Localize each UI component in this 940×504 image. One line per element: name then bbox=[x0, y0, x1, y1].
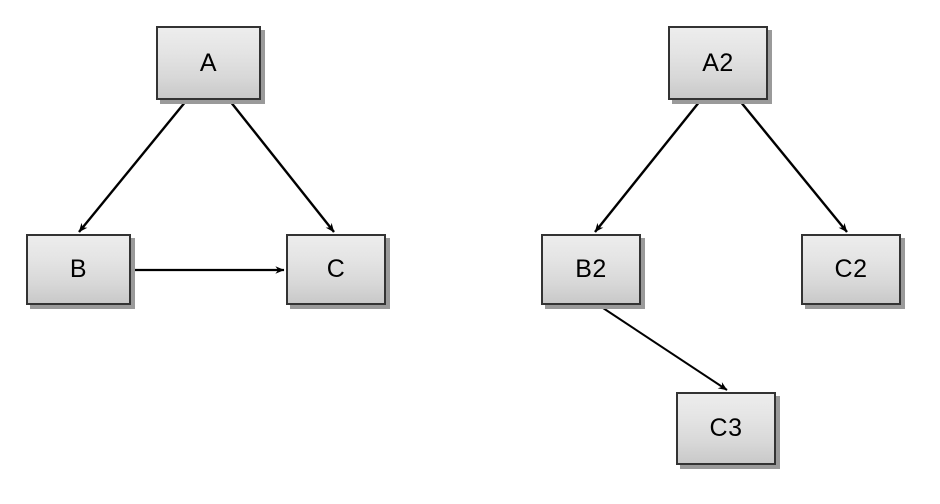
node-c2[interactable]: C2 bbox=[801, 234, 901, 305]
node-b-label: B bbox=[69, 255, 88, 283]
node-a2-label: A2 bbox=[702, 48, 734, 77]
edge-b2-to-c3 bbox=[599, 305, 728, 391]
node-a-label: A bbox=[199, 48, 218, 77]
node-c2-label: C2 bbox=[834, 255, 868, 283]
edge-a-to-b bbox=[78, 100, 187, 233]
node-c3[interactable]: C3 bbox=[676, 392, 776, 465]
node-b2[interactable]: B2 bbox=[541, 234, 641, 305]
edge-a2-to-b2 bbox=[594, 100, 701, 233]
edge-a-to-c bbox=[229, 100, 335, 233]
node-a[interactable]: A bbox=[156, 26, 261, 100]
node-c-label: C bbox=[326, 255, 346, 283]
node-c3-label: C3 bbox=[709, 414, 743, 442]
node-b2-label: B2 bbox=[575, 255, 607, 283]
node-c[interactable]: C bbox=[286, 234, 386, 305]
node-a2[interactable]: A2 bbox=[668, 26, 768, 100]
node-b[interactable]: B bbox=[26, 234, 131, 305]
edge-a2-to-c2 bbox=[739, 100, 848, 233]
